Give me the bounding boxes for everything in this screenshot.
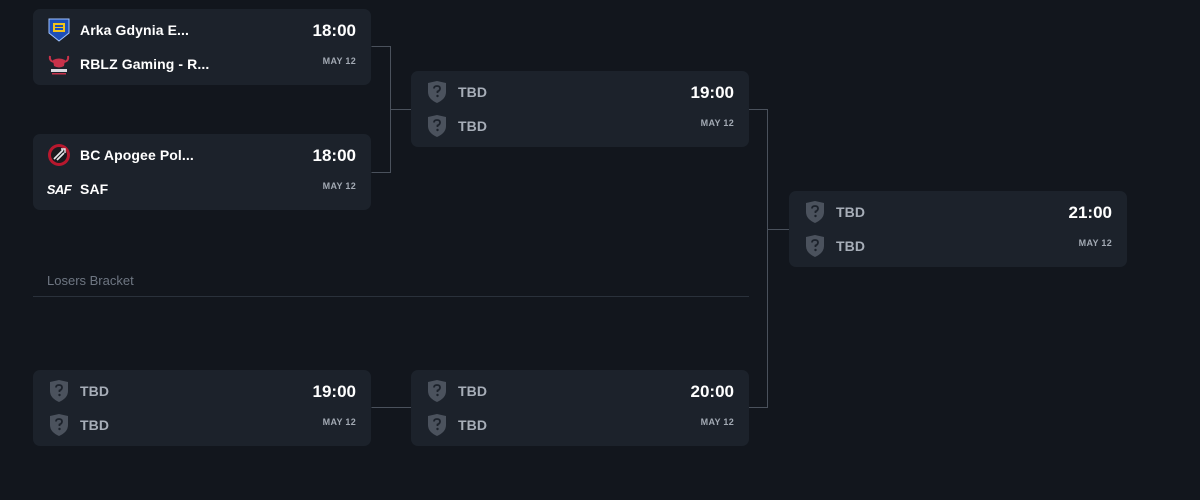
match-time: 19:00 bbox=[690, 83, 734, 102]
team-row-2: TBD bbox=[47, 413, 267, 437]
team-name: RBLZ Gaming - R... bbox=[80, 56, 210, 72]
match-date: MAY 12 bbox=[700, 417, 734, 427]
arka-gdynia-crest-icon bbox=[47, 18, 71, 42]
team-row-1: TBD bbox=[803, 200, 1023, 224]
saf-logo-icon: SAF bbox=[46, 177, 72, 201]
team-name: SAF bbox=[80, 181, 109, 197]
team-name: TBD bbox=[80, 383, 110, 399]
team-row-2: SAF SAF bbox=[47, 177, 267, 201]
connector-wb-r1-m1 bbox=[371, 46, 391, 173]
team-name: TBD bbox=[458, 118, 488, 134]
match-date: MAY 12 bbox=[700, 118, 734, 128]
tbd-shield-icon bbox=[803, 234, 827, 258]
team-row-2: TBD bbox=[425, 413, 645, 437]
team-name: BC Apogee Pol... bbox=[80, 147, 194, 163]
team-row-2: RBLZ Gaming - R... bbox=[47, 52, 267, 76]
match-card-lb-r2[interactable]: TBD TBD 20:00 MAY 12 bbox=[411, 370, 749, 446]
team-row-2: TBD bbox=[803, 234, 1023, 258]
tbd-shield-icon bbox=[47, 379, 71, 403]
match-card-wb-r1-m2[interactable]: BC Apogee Pol... SAF SAF 18:00 MAY 12 bbox=[33, 134, 371, 210]
team-row-1: BC Apogee Pol... bbox=[47, 143, 267, 167]
team-name: TBD bbox=[458, 383, 488, 399]
bc-apogee-logo-icon bbox=[47, 143, 71, 167]
team-row-1: TBD bbox=[47, 379, 267, 403]
team-row-1: TBD bbox=[425, 379, 645, 403]
team-name: TBD bbox=[458, 84, 488, 100]
match-date: MAY 12 bbox=[322, 181, 356, 191]
match-date: MAY 12 bbox=[322, 417, 356, 427]
team-row-1: Arka Gdynia E... bbox=[47, 18, 267, 42]
team-row-1: TBD bbox=[425, 80, 645, 104]
saf-logo-text: SAF bbox=[46, 181, 72, 197]
losers-bracket-divider bbox=[33, 296, 749, 297]
match-time: 21:00 bbox=[1068, 203, 1112, 222]
tbd-shield-icon bbox=[425, 114, 449, 138]
match-time: 18:00 bbox=[312, 146, 356, 165]
team-row-2: TBD bbox=[425, 114, 645, 138]
tbd-shield-icon bbox=[803, 200, 827, 224]
team-name: TBD bbox=[458, 417, 488, 433]
tbd-shield-icon bbox=[425, 413, 449, 437]
match-card-wb-r2[interactable]: TBD TBD 19:00 MAY 12 bbox=[411, 71, 749, 147]
losers-bracket-label: Losers Bracket bbox=[47, 273, 134, 288]
match-time: 19:00 bbox=[312, 382, 356, 401]
tbd-shield-icon bbox=[47, 413, 71, 437]
match-time: 20:00 bbox=[690, 382, 734, 401]
connector-wb-r2-to-final bbox=[748, 109, 768, 408]
tbd-shield-icon bbox=[425, 80, 449, 104]
team-name: TBD bbox=[80, 417, 110, 433]
match-date: MAY 12 bbox=[322, 56, 356, 66]
rblz-bull-icon bbox=[47, 52, 71, 76]
match-card-wb-r1-m1[interactable]: Arka Gdynia E... RBLZ Gaming - R... 18:0… bbox=[33, 9, 371, 85]
team-name: Arka Gdynia E... bbox=[80, 22, 189, 38]
match-card-final[interactable]: TBD TBD 21:00 MAY 12 bbox=[789, 191, 1127, 267]
team-name: TBD bbox=[836, 204, 866, 220]
match-card-lb-r1[interactable]: TBD TBD 19:00 MAY 12 bbox=[33, 370, 371, 446]
team-name: TBD bbox=[836, 238, 866, 254]
match-time: 18:00 bbox=[312, 21, 356, 40]
match-date: MAY 12 bbox=[1078, 238, 1112, 248]
tbd-shield-icon bbox=[425, 379, 449, 403]
